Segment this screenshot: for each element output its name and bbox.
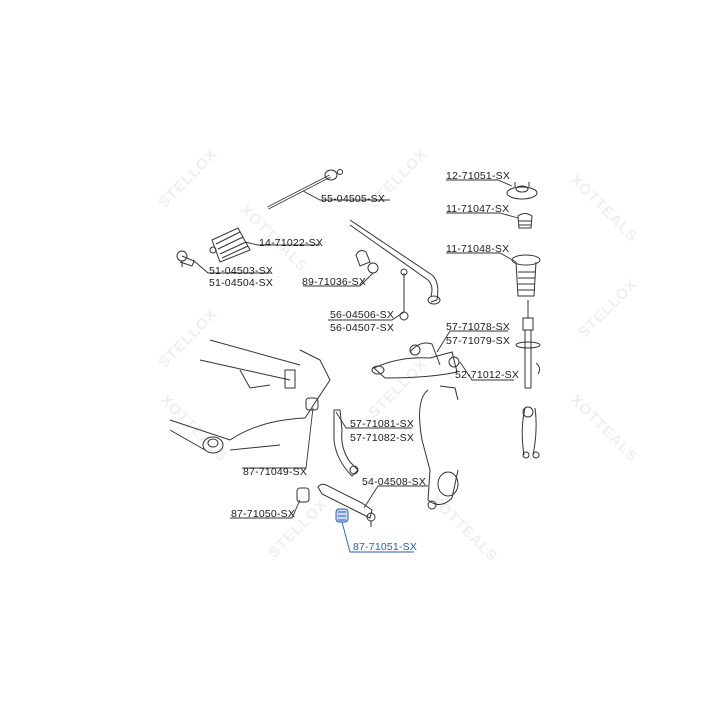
knuckle-drawing [419, 385, 459, 510]
tension-rod-drawing [317, 483, 376, 527]
part-label-87-71050[interactable]: 87-71050-SX [231, 508, 296, 520]
rack-boot-drawing [209, 227, 251, 263]
tie-rod-end-drawing [176, 250, 195, 267]
knuckle-right-drawing [521, 406, 540, 459]
part-label-51-04504[interactable]: 51-04504-SX [209, 277, 274, 289]
stabilizer-bar-drawing [349, 219, 441, 305]
part-label-57-71081[interactable]: 57-71081-SX [350, 418, 415, 430]
part-label-54-04508[interactable]: 54-04508-SX [362, 476, 427, 488]
part-label-56-04507[interactable]: 56-04507-SX [330, 322, 395, 334]
part-label-11-71048[interactable]: 11-71048-SX [446, 243, 510, 255]
part-label-87-71049[interactable]: 87-71049-SX [243, 466, 308, 478]
part-label-57-71078[interactable]: 57-71078-SX [446, 321, 511, 333]
leader-lines [192, 179, 519, 519]
top-mount-drawing [506, 182, 538, 200]
part-label-87-71051-highlighted[interactable]: 87-71051-SX [353, 541, 418, 553]
part-label-57-71079[interactable]: 57-71079-SX [446, 335, 511, 347]
bushing-51-drawing [335, 508, 349, 523]
strut-drawing [515, 300, 541, 389]
part-label-51-04503[interactable]: 51-04503-SX [209, 265, 274, 277]
part-label-57-71082[interactable]: 57-71082-SX [350, 432, 415, 444]
bump-stop-drawing [517, 213, 533, 229]
dust-boot-drawing [511, 254, 541, 297]
part-label-12-71051[interactable]: 12-71051-SX [446, 170, 511, 182]
stab-bushing-drawing [355, 250, 379, 274]
upper-arm-drawing [371, 342, 460, 379]
lower-arm-drawing [333, 409, 359, 477]
part-label-55-04505[interactable]: 55-04505-SX [321, 193, 386, 205]
part-label-56-04506[interactable]: 56-04506-SX [330, 309, 395, 321]
bushing-50-drawing [296, 487, 310, 503]
subframe-drawing [169, 339, 331, 454]
part-label-52-71012[interactable]: 52-71012-SX [455, 369, 520, 381]
highlight-leader-line [341, 521, 414, 553]
part-label-14-71022[interactable]: 14-71022-SX [259, 237, 324, 249]
part-label-89-71036[interactable]: 89-71036-SX [302, 276, 367, 288]
inner-tie-rod-drawing [267, 169, 343, 210]
subframe-bushing-drawing [305, 397, 319, 411]
part-label-11-71047[interactable]: 11-71047-SX [446, 203, 510, 215]
